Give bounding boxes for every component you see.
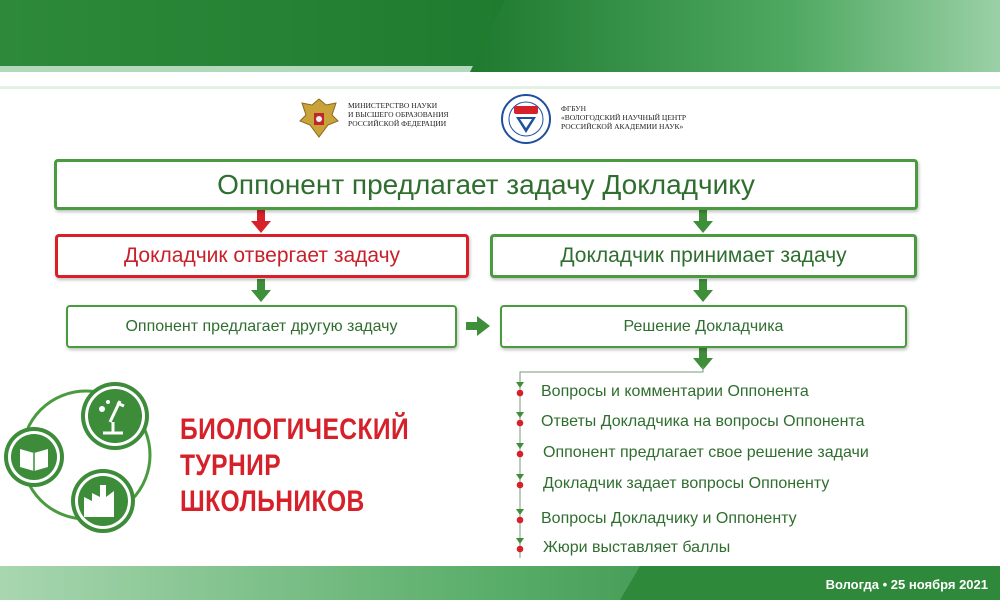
arrow-to-reject bbox=[251, 210, 271, 233]
tournament-title-line-2: ТУРНИР bbox=[180, 449, 282, 482]
arrow-to-other-task bbox=[251, 279, 271, 302]
step-marker bbox=[516, 382, 524, 397]
step-marker bbox=[516, 443, 524, 458]
ministry-line-3: Российской Федерации bbox=[348, 119, 447, 128]
box-reporter-accepts: Докладчик принимает задачу bbox=[490, 234, 917, 278]
center-line-3: Российской академии наук» bbox=[561, 122, 684, 131]
step-marker bbox=[516, 412, 524, 427]
box-reporter-rejects: Докладчик отвергает задачу bbox=[55, 234, 469, 278]
center-name: ФГБУН «Вологодский научный центр Российс… bbox=[561, 104, 686, 131]
box-opponent-proposes-label: Оппонент предлагает задачу Докладчику bbox=[217, 168, 755, 200]
step-item: Ответы Докладчика на вопросы Оппонента bbox=[541, 413, 865, 430]
microscope-icon bbox=[81, 382, 149, 450]
bottom-banner bbox=[0, 566, 1000, 600]
arrow-other-to-solution bbox=[466, 316, 490, 336]
box-other-task-label: Оппонент предлагает другую задачу bbox=[125, 317, 398, 335]
center-line-2: «Вологодский научный центр bbox=[561, 113, 687, 122]
coat-of-arms-icon bbox=[299, 98, 339, 138]
box-solution: Решение Докладчика bbox=[500, 305, 907, 348]
step-item: Жюри выставляет баллы bbox=[543, 539, 731, 556]
ministry-line-1: Министерство науки bbox=[348, 101, 438, 110]
step-marker bbox=[516, 474, 524, 489]
arrow-to-accept bbox=[693, 210, 713, 233]
tournament-title-line-1: БИОЛОГИЧЕСКИЙ bbox=[180, 413, 410, 446]
footer-location-date: Вологда • 25 ноября 2021 bbox=[825, 577, 988, 592]
step-item: Оппонент предлагает свое решение задачи bbox=[543, 444, 869, 461]
ministry-name: Министерство науки и высшего образования… bbox=[348, 101, 449, 128]
ministry-line-2: и высшего образования bbox=[348, 110, 449, 119]
factory-icon bbox=[71, 469, 135, 533]
step-markers bbox=[516, 382, 524, 553]
step-item: Вопросы и комментарии Оппонента bbox=[541, 383, 809, 400]
step-marker bbox=[516, 509, 524, 524]
tournament-title: БИОЛОГИЧЕСКИЙ ТУРНИР ШКОЛЬНИКОВ bbox=[180, 412, 409, 520]
box-opponent-proposes: Оппонент предлагает задачу Докладчику bbox=[54, 159, 918, 210]
center-line-1: ФГБУН bbox=[561, 104, 587, 113]
step-item: Вопросы Докладчику и Оппоненту bbox=[541, 510, 797, 527]
top-banner bbox=[0, 0, 1000, 89]
box-other-task: Оппонент предлагает другую задачу bbox=[66, 305, 457, 348]
step-marker bbox=[516, 538, 524, 553]
box-reporter-rejects-label: Докладчик отвергает задачу bbox=[123, 244, 401, 267]
tournament-title-line-3: ШКОЛЬНИКОВ bbox=[180, 485, 365, 518]
arrow-to-steps bbox=[693, 347, 713, 370]
box-reporter-accepts-label: Докладчик принимает задачу bbox=[560, 244, 847, 267]
step-item: Докладчик задает вопросы Оппоненту bbox=[543, 475, 830, 492]
science-center-logo-icon bbox=[501, 94, 551, 144]
box-solution-label: Решение Докладчика bbox=[623, 317, 784, 335]
arrow-to-solution bbox=[693, 279, 713, 302]
book-icon bbox=[4, 427, 64, 487]
tournament-emblem bbox=[4, 382, 152, 533]
